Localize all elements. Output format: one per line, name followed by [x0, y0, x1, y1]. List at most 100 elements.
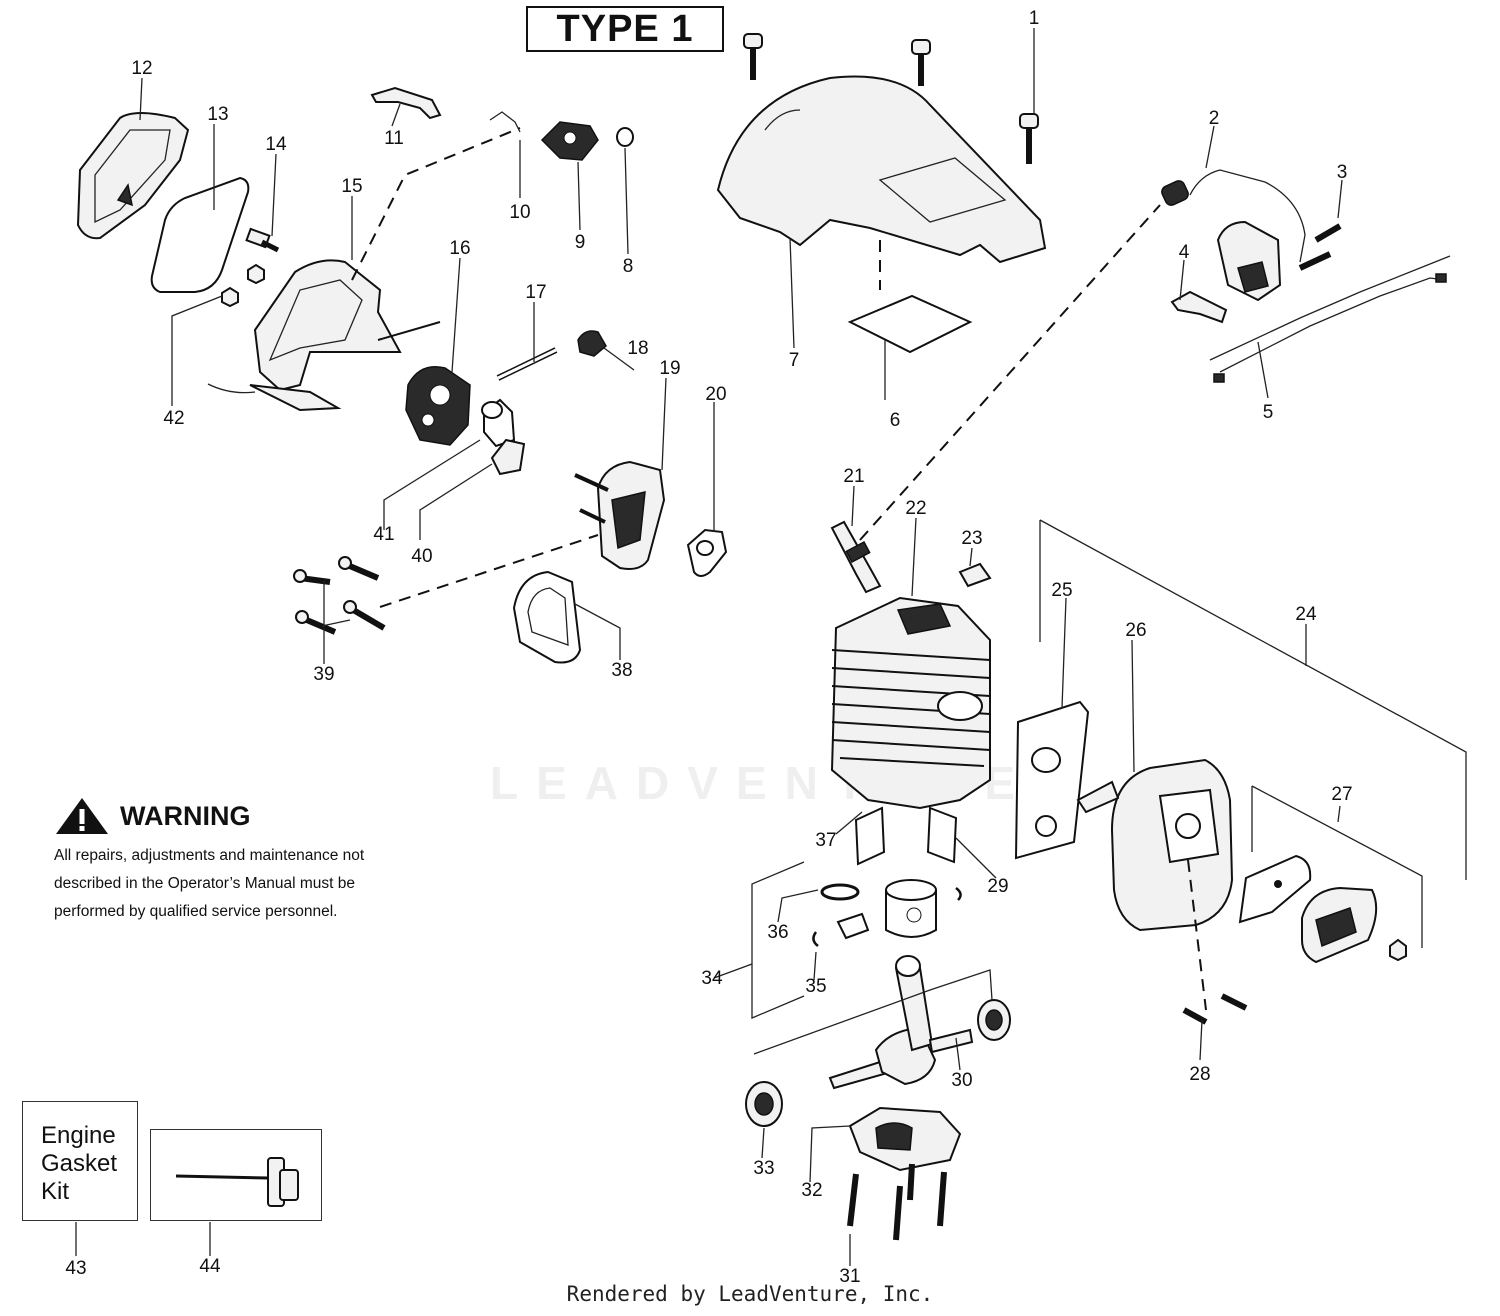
label-26: 26 [1125, 620, 1146, 641]
part-21-spark-plug [830, 520, 882, 594]
part-22-cylinder [830, 596, 991, 810]
part-14-screw [245, 227, 280, 253]
part-25-muffler-gasket [1014, 700, 1090, 860]
label-23: 23 [961, 528, 982, 549]
part-15-carburetor-housing [207, 259, 441, 412]
label-42: 42 [163, 408, 184, 429]
part-28-screws [1182, 993, 1248, 1025]
label-22: 22 [905, 498, 926, 519]
label-12: 12 [131, 58, 152, 79]
label-3: 3 [1337, 162, 1348, 183]
label-32: 32 [801, 1180, 822, 1201]
label-5: 5 [1263, 402, 1274, 423]
warning-block: WARNING All repairs, adjustments and mai… [54, 796, 414, 926]
part-37-gasket [854, 806, 886, 866]
label-24: 24 [1295, 604, 1317, 625]
part-8-washer [616, 127, 634, 147]
part-11-bracket [370, 86, 442, 120]
label-6: 6 [890, 410, 901, 431]
label-29: 29 [987, 876, 1008, 897]
warning-triangle-icon [56, 798, 108, 834]
label-13: 13 [207, 104, 228, 125]
label-19: 19 [659, 358, 680, 379]
label-2: 2 [1209, 108, 1220, 129]
label-20: 20 [705, 384, 726, 405]
label-33: 33 [753, 1158, 774, 1179]
warning-heading: WARNING [120, 800, 251, 831]
label-38: 38 [611, 660, 632, 681]
footer-credit: Rendered by LeadVenture, Inc. [566, 1282, 934, 1306]
label-14: 14 [265, 134, 287, 155]
part-41-spacer [481, 398, 516, 448]
part-27-spark-arrestor [1238, 854, 1407, 964]
leader-lines [75, 28, 1467, 1266]
part-2-ignition-module [1161, 169, 1306, 302]
part-7-cylinder-cover [716, 75, 1047, 264]
part-44-scrench-tool [175, 1157, 299, 1207]
part-33-bearing [745, 1081, 783, 1127]
label-31: 31 [839, 1266, 860, 1287]
part-42-nuts [221, 263, 265, 308]
warning-text: All repairs, adjustments and maintenance… [54, 842, 414, 926]
label-37: 37 [815, 830, 836, 851]
label-35: 35 [805, 976, 826, 997]
label-39: 39 [313, 664, 334, 685]
part-40-gasket [490, 438, 526, 476]
label-9: 9 [575, 232, 586, 253]
part-13-air-filter [150, 176, 250, 293]
part-number-labels: 1 2 3 4 5 6 7 8 9 10 11 12 13 14 15 16 1… [65, 8, 1352, 1287]
part-17-rod [496, 347, 558, 381]
label-43: 43 [65, 1258, 86, 1279]
part-16-carburetor [405, 366, 471, 446]
label-27: 27 [1331, 784, 1352, 805]
label-40: 40 [411, 546, 432, 567]
label-1: 1 [1029, 8, 1040, 29]
part-26-muffler [1076, 758, 1234, 932]
label-15: 15 [341, 176, 362, 197]
label-30: 30 [951, 1070, 972, 1091]
part-3-screws [1298, 223, 1342, 271]
label-28: 28 [1189, 1064, 1210, 1085]
warning-line: All repairs, adjustments and maintenance… [54, 847, 365, 864]
part-39-bolts [293, 556, 386, 635]
label-17: 17 [525, 282, 546, 303]
part-38-boot [512, 570, 582, 664]
part-20-gasket [686, 528, 728, 577]
part-36-piston-ring [820, 883, 860, 901]
label-8: 8 [623, 256, 634, 277]
label-7: 7 [789, 350, 800, 371]
part-4-bracket [1170, 290, 1228, 324]
part-piston-pin [836, 912, 870, 940]
part-30-crankshaft [828, 955, 974, 1090]
part-1-screws [743, 33, 1039, 164]
part-6-gasket-plate [847, 294, 973, 354]
label-34: 34 [701, 968, 723, 989]
part-35-circlip [812, 887, 962, 947]
label-16: 16 [449, 238, 470, 259]
part-32-crankcase [848, 1106, 962, 1172]
label-21: 21 [843, 466, 864, 487]
part-bearing-right [977, 999, 1011, 1041]
label-10: 10 [509, 202, 530, 223]
warning-line: described in the Operator’s Manual must … [54, 875, 355, 892]
tool-box-44 [150, 1129, 322, 1221]
label-11: 11 [384, 128, 404, 149]
part-5-wire-harness [1209, 255, 1451, 383]
label-36: 36 [767, 922, 788, 943]
warning-line: performed by qualified service personnel… [54, 903, 338, 920]
dashed-guide-lines [351, 127, 1207, 1011]
label-25: 25 [1051, 580, 1072, 601]
label-4: 4 [1179, 242, 1190, 263]
part-19-intake-plate [574, 460, 666, 570]
part-9-throttle-part [540, 121, 599, 161]
part-23-clip [958, 562, 992, 588]
label-44: 44 [199, 1256, 221, 1277]
part-piston [885, 879, 937, 938]
label-41: 41 [373, 524, 394, 545]
part-31-bolts [847, 1163, 947, 1241]
label-18: 18 [627, 338, 648, 359]
part-10-spring [489, 111, 521, 133]
